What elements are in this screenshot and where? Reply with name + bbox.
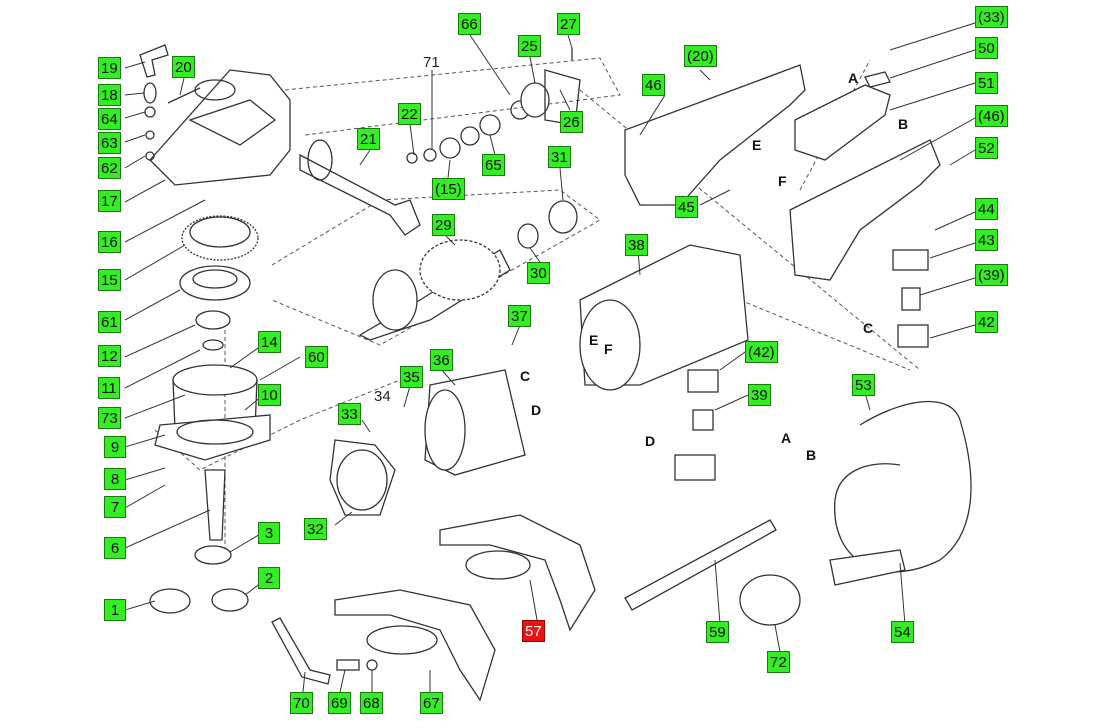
part-tag-46-ref[interactable]: (46) [975, 105, 1008, 127]
part-tag-66[interactable]: 66 [458, 13, 481, 35]
part-tag-12[interactable]: 12 [98, 345, 121, 367]
wire-letter-a-2: A [781, 430, 792, 446]
part-label-71: 71 [423, 54, 440, 71]
part-tag-53[interactable]: 53 [852, 374, 875, 396]
part-tag-7[interactable]: 7 [104, 496, 126, 518]
part-tag-22[interactable]: 22 [398, 103, 421, 125]
part-tag-3[interactable]: 3 [258, 522, 280, 544]
part-tag-39-ref[interactable]: (39) [975, 264, 1008, 286]
wire-letter-e-2: E [589, 332, 599, 348]
part-tag-46[interactable]: 46 [642, 74, 665, 96]
part-tag-61[interactable]: 61 [98, 311, 121, 333]
part-tag-73[interactable]: 73 [98, 407, 121, 429]
part-tag-67[interactable]: 67 [420, 692, 443, 714]
part-tag-29[interactable]: 29 [432, 214, 455, 236]
part-tag-1[interactable]: 1 [104, 599, 126, 621]
wire-letter-a: A [848, 70, 859, 86]
part-tag-36[interactable]: 36 [430, 349, 453, 371]
wire-letter-d-2: D [531, 402, 542, 418]
part-tag-35[interactable]: 35 [400, 366, 423, 388]
part-tag-52[interactable]: 52 [975, 137, 998, 159]
part-tag-15-ref[interactable]: (15) [432, 178, 465, 200]
part-tag-19[interactable]: 19 [98, 57, 121, 79]
part-tag-32[interactable]: 32 [304, 518, 327, 540]
part-tag-20[interactable]: 20 [172, 56, 195, 78]
part-tag-57-selected[interactable]: 57 [522, 620, 545, 642]
wire-letter-e: E [752, 137, 762, 153]
part-tag-16[interactable]: 16 [98, 231, 121, 253]
part-tag-6[interactable]: 6 [104, 537, 126, 559]
wire-letter-c: C [863, 320, 874, 336]
wire-letter-c-2: C [520, 368, 531, 384]
part-tag-33-ref[interactable]: (33) [975, 6, 1008, 28]
part-tag-43[interactable]: 43 [975, 229, 998, 251]
part-tag-8[interactable]: 8 [104, 468, 126, 490]
part-tag-37[interactable]: 37 [508, 305, 531, 327]
part-tag-51[interactable]: 51 [975, 72, 998, 94]
part-tag-38[interactable]: 38 [625, 234, 648, 256]
part-tag-21[interactable]: 21 [357, 128, 380, 150]
part-tag-65[interactable]: 65 [482, 154, 505, 176]
wire-letter-d: D [645, 433, 656, 449]
part-tag-18[interactable]: 18 [98, 84, 121, 106]
part-tag-30[interactable]: 30 [527, 262, 550, 284]
part-tag-44[interactable]: 44 [975, 198, 998, 220]
part-tag-14[interactable]: 14 [258, 331, 281, 353]
wire-letter-b-2: B [806, 447, 817, 463]
part-tag-54[interactable]: 54 [891, 621, 914, 643]
part-tag-50[interactable]: 50 [975, 37, 998, 59]
part-tag-15[interactable]: 15 [98, 269, 121, 291]
part-tag-60[interactable]: 60 [305, 346, 328, 368]
part-tag-42-ref[interactable]: (42) [745, 341, 778, 363]
part-tag-2[interactable]: 2 [258, 567, 280, 589]
part-tag-25[interactable]: 25 [518, 35, 541, 57]
part-tag-39[interactable]: 39 [748, 384, 771, 406]
part-label-34: 34 [374, 388, 391, 405]
wire-letter-b: B [898, 116, 909, 132]
part-tag-59[interactable]: 59 [706, 621, 729, 643]
part-tag-69[interactable]: 69 [328, 692, 351, 714]
part-tag-62[interactable]: 62 [98, 157, 121, 179]
part-tag-42[interactable]: 42 [975, 311, 998, 333]
wire-letter-f: F [778, 173, 787, 189]
part-tag-17[interactable]: 17 [98, 190, 121, 212]
part-tag-11[interactable]: 11 [98, 377, 120, 399]
part-tag-20-ref[interactable]: (20) [684, 45, 717, 67]
wire-letter-f-2: F [604, 341, 613, 357]
part-tag-63[interactable]: 63 [98, 132, 121, 154]
part-tag-33[interactable]: 33 [338, 403, 361, 425]
part-tag-10[interactable]: 10 [258, 384, 281, 406]
part-tag-70[interactable]: 70 [290, 692, 313, 714]
part-tag-45[interactable]: 45 [675, 196, 698, 218]
part-tag-9[interactable]: 9 [104, 436, 126, 458]
part-tag-64[interactable]: 64 [98, 108, 121, 130]
part-tag-68[interactable]: 68 [360, 692, 383, 714]
gear-housing-part [149, 69, 291, 186]
part-tag-27[interactable]: 27 [557, 13, 580, 35]
part-tag-72[interactable]: 72 [767, 651, 790, 673]
part-tag-31[interactable]: 31 [548, 146, 571, 168]
part-tag-26[interactable]: 26 [560, 111, 583, 133]
